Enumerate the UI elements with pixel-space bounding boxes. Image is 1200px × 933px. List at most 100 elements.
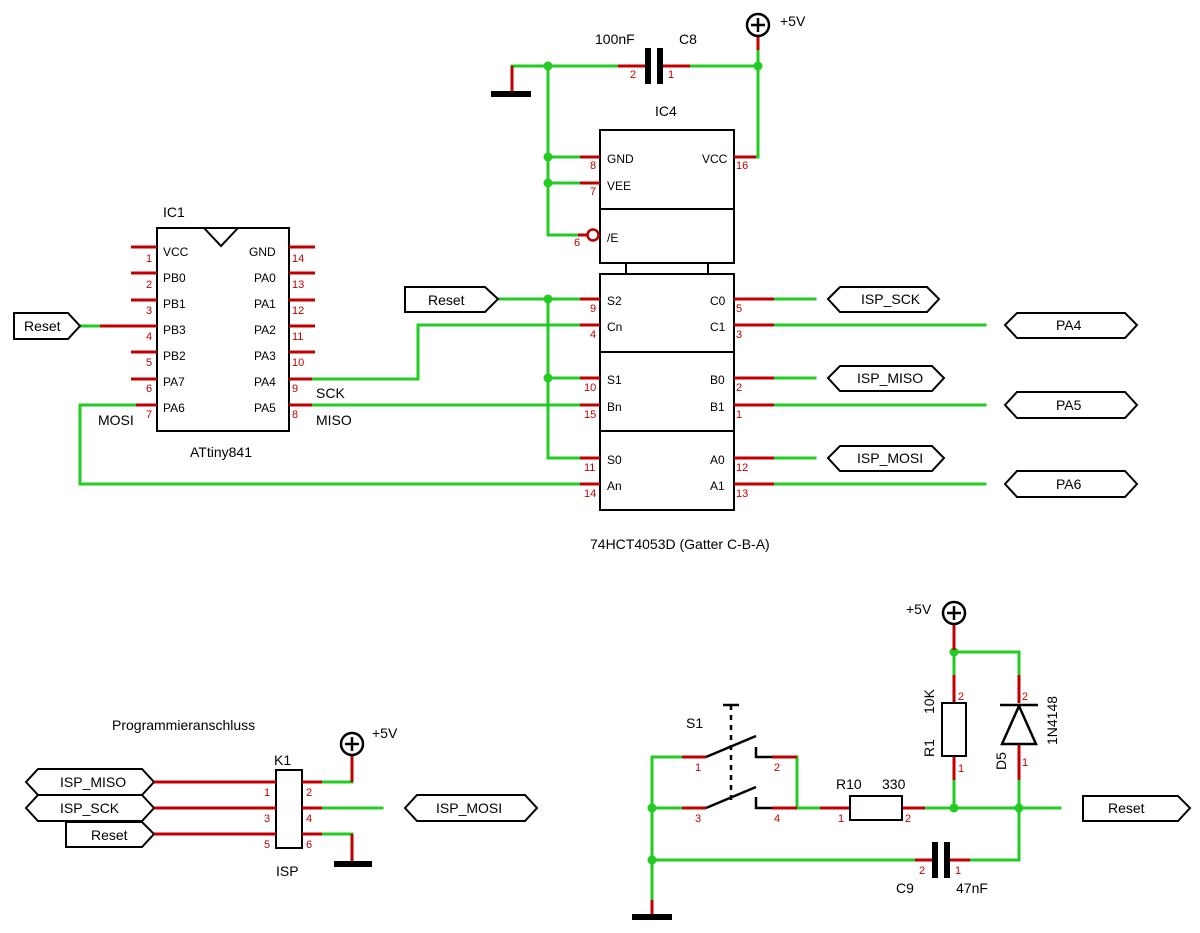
power-plus-icon bbox=[941, 600, 967, 626]
diode-icon bbox=[1000, 702, 1038, 746]
ic4-pin-name: C0 bbox=[710, 294, 726, 308]
ground-symbols bbox=[334, 66, 672, 920]
c9-pin2: 2 bbox=[919, 865, 925, 877]
capacitor-c8: 100nF C8 2 1 bbox=[595, 31, 697, 84]
port-pa6: PA6 bbox=[1003, 470, 1139, 498]
port-reset: Reset bbox=[13, 312, 82, 340]
ic1-pin-num: 6 bbox=[146, 383, 152, 395]
junction-dot bbox=[543, 178, 553, 188]
ic1-pin-name: PB2 bbox=[163, 349, 186, 363]
ic1-pin-name: PB3 bbox=[163, 323, 186, 337]
junction-dot bbox=[949, 647, 959, 657]
power-plus-icon bbox=[745, 12, 771, 38]
junction-dot bbox=[543, 152, 553, 162]
d5-value: 1N4148 bbox=[1044, 696, 1060, 745]
svg-text:Reset: Reset bbox=[24, 318, 61, 334]
r10-pin2: 2 bbox=[905, 813, 911, 825]
ic1-pin-name: PA7 bbox=[163, 375, 185, 389]
junction-dot bbox=[949, 803, 959, 813]
junction-dot bbox=[543, 373, 553, 383]
ic1-pin-num: 14 bbox=[292, 253, 304, 265]
power-plus-icon bbox=[339, 731, 365, 757]
port-isp-mosi: ISP_MOSI bbox=[826, 445, 946, 472]
port-reset: Reset bbox=[1082, 795, 1192, 822]
ic1-pin-name: GND bbox=[249, 245, 276, 259]
ic4-pin-name: A1 bbox=[710, 479, 725, 493]
svg-text:ISP_SCK: ISP_SCK bbox=[60, 800, 120, 816]
junction-dot bbox=[543, 61, 553, 71]
port-reset: Reset bbox=[65, 821, 156, 848]
r1-ref: R1 bbox=[921, 739, 937, 757]
port-pa5: PA5 bbox=[1003, 391, 1139, 419]
s1-ref: S1 bbox=[686, 715, 703, 731]
svg-text:Reset: Reset bbox=[91, 827, 128, 843]
r10-ref: R10 bbox=[836, 776, 862, 792]
svg-text:Reset: Reset bbox=[428, 292, 465, 308]
connector-k1: Programmieranschluss K1 1 2 3 4 5 6 ISP bbox=[112, 717, 322, 879]
ic1-pin-name: PA5 bbox=[254, 401, 276, 415]
ic1-pin-num: 11 bbox=[292, 331, 303, 343]
power-symbol-reset: +5V bbox=[906, 600, 967, 650]
ic4-pin-num: 8 bbox=[590, 160, 596, 172]
inverting-bubble-icon bbox=[586, 228, 600, 242]
k1-ref: K1 bbox=[274, 752, 291, 768]
resistor-r10: R10 330 1 2 bbox=[820, 776, 925, 825]
ic4-74hct4053: IC4 GND VEE VCC /E S2 Cn C0 C1 S1 Bn B0 … bbox=[574, 103, 774, 552]
ic4-ref: IC4 bbox=[655, 103, 677, 119]
ic1-pin-num: 10 bbox=[292, 357, 304, 369]
ic4-pin-name: B0 bbox=[710, 373, 725, 387]
k1-pin: 5 bbox=[264, 839, 270, 851]
svg-text:ISP_MOSI: ISP_MOSI bbox=[857, 450, 923, 466]
net-label-miso: MISO bbox=[316, 412, 352, 428]
ic4-pin-num: 7 bbox=[590, 186, 596, 198]
ic4-pin-name: S2 bbox=[607, 294, 622, 308]
ic1-pin-name: PA2 bbox=[254, 323, 276, 337]
s1-pin: 2 bbox=[774, 762, 780, 774]
ic4-pin-name: B1 bbox=[710, 400, 725, 414]
ic4-pin-num: 6 bbox=[574, 237, 580, 249]
c9-value: 47nF bbox=[956, 880, 988, 896]
power-label: +5V bbox=[780, 13, 806, 29]
ic4-pin-num: 9 bbox=[590, 303, 596, 315]
svg-text:ISP_MOSI: ISP_MOSI bbox=[436, 800, 502, 816]
r10-value: 330 bbox=[882, 776, 906, 792]
c9-ref: C9 bbox=[896, 880, 914, 896]
ic1-pin-name: VCC bbox=[163, 245, 189, 259]
power-symbol-isp: +5V bbox=[339, 725, 398, 782]
svg-text:ISP_SCK: ISP_SCK bbox=[861, 291, 921, 307]
k1-pin: 1 bbox=[264, 787, 270, 799]
svg-text:PA6: PA6 bbox=[1056, 476, 1082, 492]
ic4-pin-num: 10 bbox=[584, 382, 596, 394]
ic4-pin-num: 12 bbox=[736, 462, 748, 474]
r1-value: 10K bbox=[921, 688, 937, 714]
ic4-pin-name: VEE bbox=[607, 179, 631, 193]
c8-pin1: 1 bbox=[668, 69, 674, 81]
ic1-pin-name: PA0 bbox=[254, 271, 276, 285]
ic1-pin-name: PB1 bbox=[163, 297, 186, 311]
ic4-pin-num: 5 bbox=[736, 303, 742, 315]
s1-pin: 4 bbox=[774, 813, 780, 825]
capacitor-c9: 2 1 C9 47nF bbox=[896, 842, 988, 896]
svg-text:Reset: Reset bbox=[1108, 800, 1145, 816]
k1-pin: 6 bbox=[306, 839, 312, 851]
port-reset: Reset bbox=[404, 286, 500, 313]
k1-pin: 2 bbox=[306, 787, 312, 799]
ic1-pin-num: 4 bbox=[146, 331, 152, 343]
junction-dot bbox=[647, 803, 657, 813]
port-isp-sck: ISP_SCK bbox=[826, 286, 941, 313]
junctions bbox=[543, 61, 1024, 865]
ic1-part: ATtiny841 bbox=[190, 444, 252, 460]
ic1-pin-name: PA6 bbox=[163, 401, 185, 415]
ic4-pin-num: 1 bbox=[736, 409, 742, 421]
ic4-pin-num: 3 bbox=[736, 329, 742, 341]
d5-pin1: 1 bbox=[1022, 757, 1028, 769]
switch-s1: S1 1 2 3 4 bbox=[682, 703, 797, 825]
ic4-pin-name: A0 bbox=[710, 453, 725, 467]
ic4-pin-name: GND bbox=[607, 152, 634, 166]
net-ports: Reset Reset ISP_SCK ISP_MISO ISP_MOSI PA… bbox=[13, 286, 1192, 848]
resistor-r1: R1 10K 2 1 bbox=[921, 675, 967, 780]
port-pa4: PA4 bbox=[1003, 312, 1139, 339]
net-label-mosi: MOSI bbox=[98, 412, 134, 428]
port-isp-mosi: ISP_MOSI bbox=[403, 794, 539, 822]
